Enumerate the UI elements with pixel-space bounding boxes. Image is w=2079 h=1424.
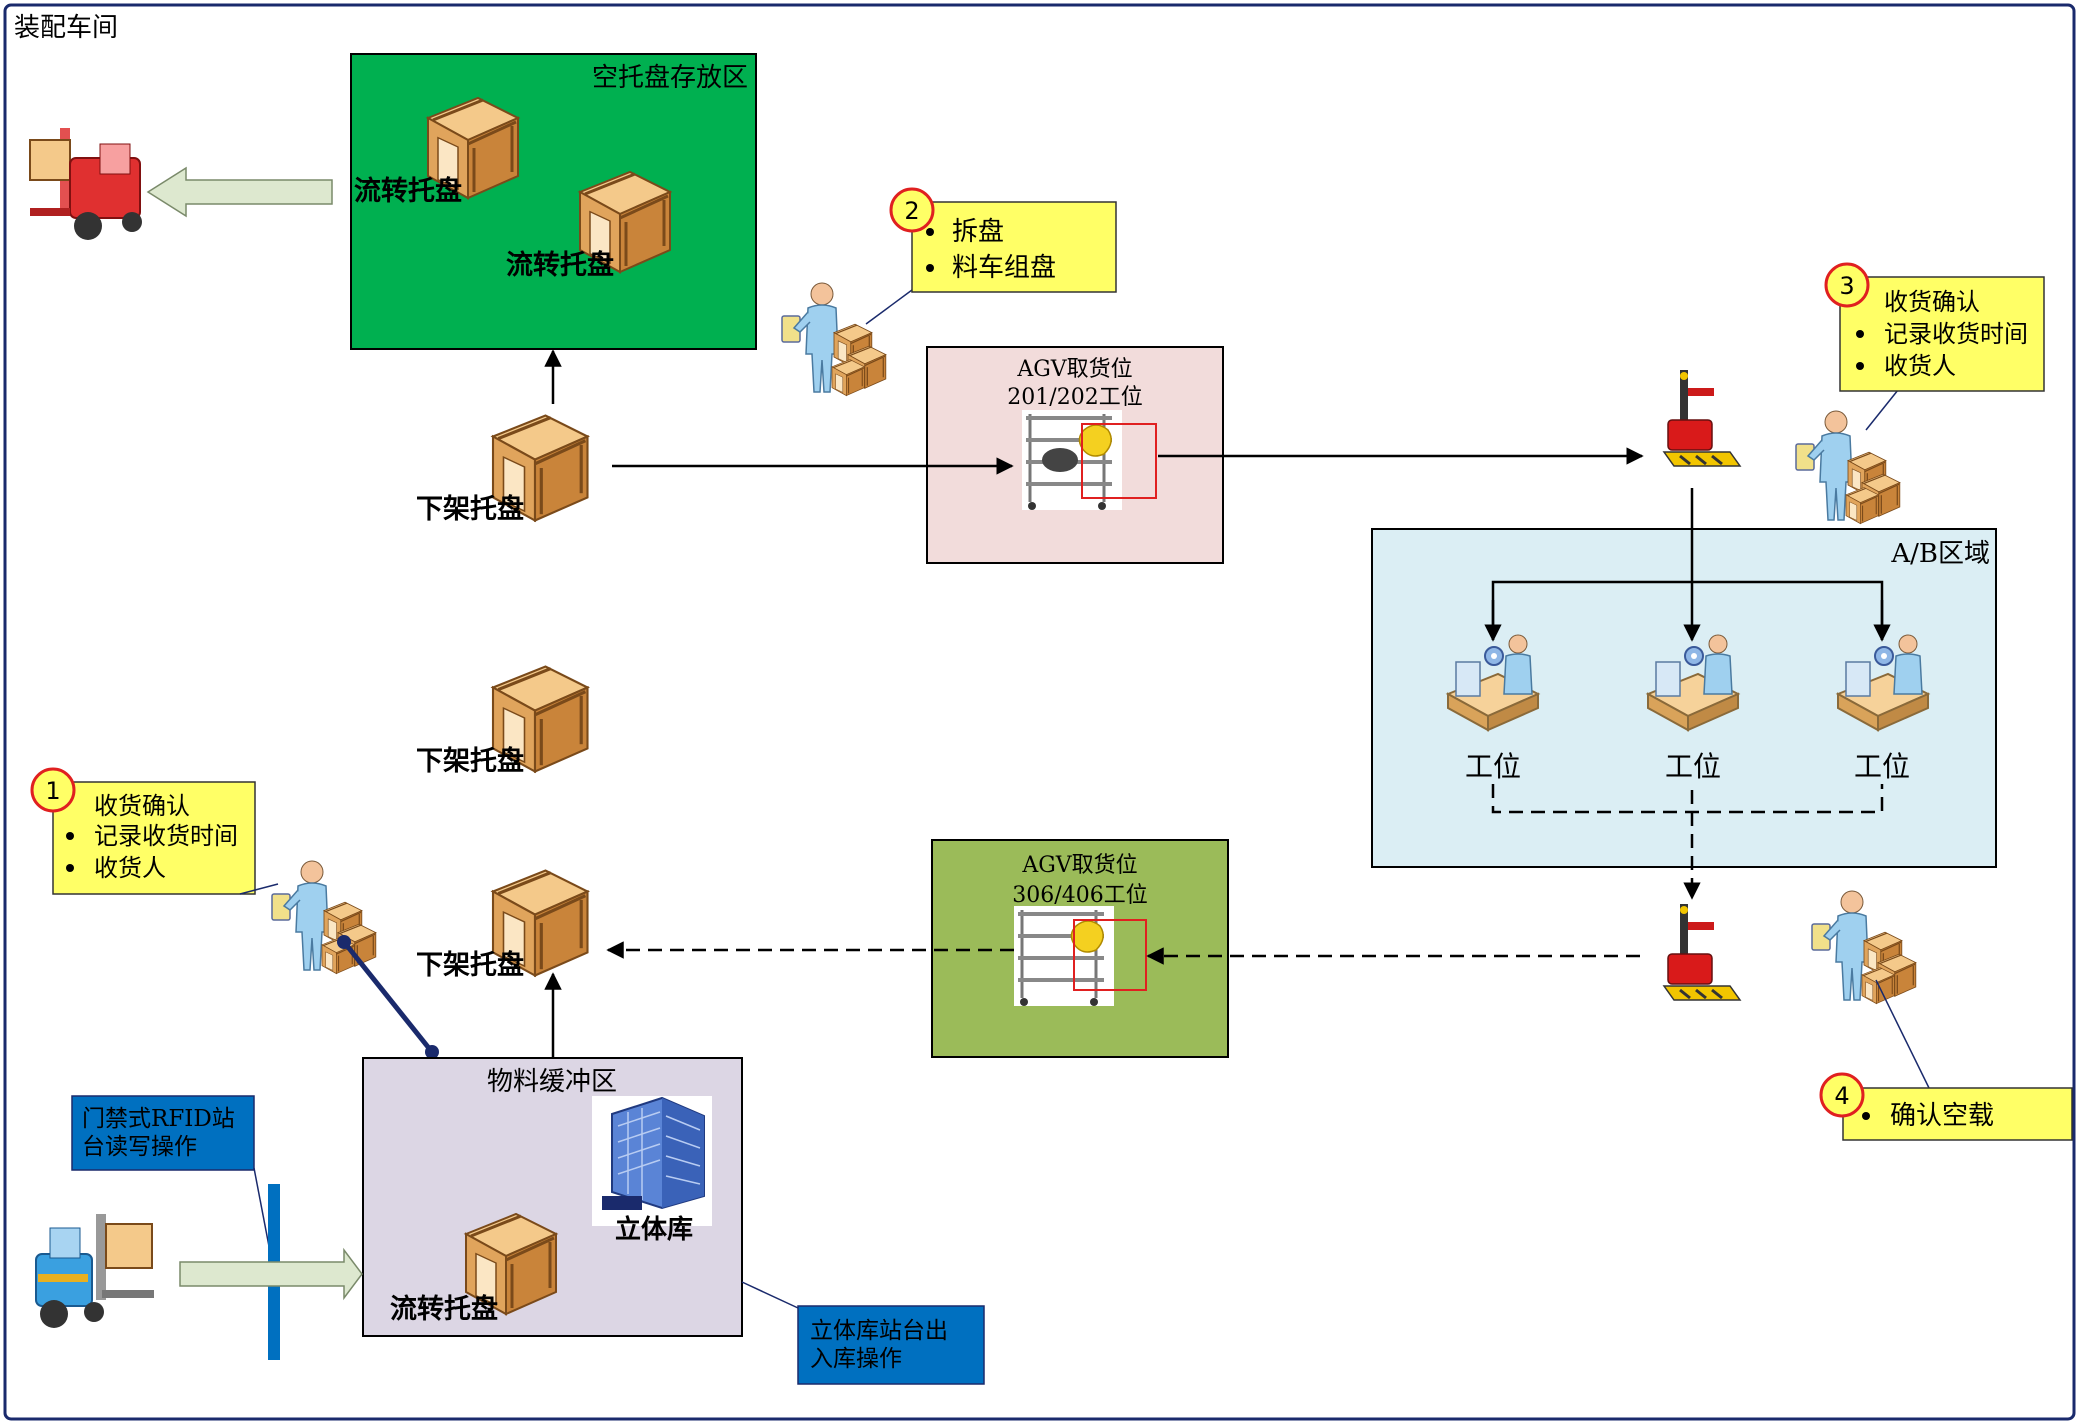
buffer-pallet-label: 流转托盘 bbox=[390, 1293, 498, 1325]
worker-icon bbox=[1812, 891, 1916, 1004]
bullet-dot bbox=[926, 228, 934, 236]
part-icon bbox=[1042, 448, 1078, 472]
callout-2-bullet-1: 拆盘 bbox=[952, 217, 1004, 247]
agv-pick-bottom-title-1: AGV取货位 bbox=[1021, 853, 1137, 878]
rfid-note-line-1: 门禁式RFID站 bbox=[82, 1106, 235, 1132]
hollow-arrow-left bbox=[146, 166, 333, 218]
bullet-dot bbox=[1856, 330, 1864, 338]
callout-1-title: 收货确认 bbox=[94, 792, 190, 820]
bullet-dot bbox=[66, 864, 74, 872]
callout-3-number: 3 bbox=[1839, 272, 1854, 300]
callout-4-box bbox=[1842, 1087, 2073, 1141]
pallet-label-1: 流转托盘 bbox=[354, 175, 462, 207]
callout-2-box bbox=[911, 201, 1117, 293]
callout-1-bullet-1: 记录收货时间 bbox=[94, 822, 238, 850]
callout-1-number: 1 bbox=[45, 777, 60, 805]
unload-pallet-bottom-label: 下架托盘 bbox=[416, 949, 524, 981]
warehouse-note-line-2: 入库操作 bbox=[810, 1346, 902, 1372]
dashed-return-line bbox=[1491, 784, 1884, 814]
forklift-out-icon bbox=[29, 128, 142, 240]
agv-icon bbox=[1662, 902, 1742, 1002]
callout-2-number: 2 bbox=[904, 197, 919, 225]
agv-pick-top-title-2: 201/202工位 bbox=[1007, 385, 1142, 410]
callout-1-badge bbox=[30, 767, 76, 813]
empty-pallet-zone-title: 空托盘存放区 bbox=[592, 63, 748, 93]
agv-pick-top-title-1: AGV取货位 bbox=[1016, 357, 1132, 382]
bullet-dot bbox=[1856, 362, 1864, 370]
warehouse-label: 立体库 bbox=[615, 1214, 693, 1245]
unload-pallet-top-label: 下架托盘 bbox=[416, 493, 524, 525]
agv-pick-bottom-title-2: 306/406工位 bbox=[1012, 883, 1147, 908]
callout-2-leader bbox=[865, 289, 913, 325]
callout-3-bullet-1: 记录收货时间 bbox=[1884, 320, 2028, 348]
unload-pallet-middle-label: 下架托盘 bbox=[416, 745, 524, 777]
worker-icon bbox=[782, 283, 886, 396]
empty-pallet-zone bbox=[350, 53, 757, 350]
bullet-dot bbox=[926, 264, 934, 272]
callout-3-badge bbox=[1824, 262, 1870, 308]
rfid-note bbox=[71, 1095, 255, 1171]
buffer-zone-title: 物料缓冲区 bbox=[487, 1067, 617, 1097]
callout-4-bullet-1: 确认空载 bbox=[1890, 1101, 1994, 1131]
callout-2-badge bbox=[889, 187, 935, 233]
forklift-in-icon bbox=[35, 1214, 154, 1328]
warehouse-icon bbox=[591, 1095, 713, 1227]
callout-1-leader bbox=[239, 883, 279, 895]
callout-3-box bbox=[1839, 276, 2045, 392]
connector-dot bbox=[425, 1045, 439, 1059]
callout-2-bullet-2: 料车组盘 bbox=[952, 253, 1056, 283]
workshop-frame bbox=[3, 3, 2076, 1421]
station-label-1: 工位 bbox=[1465, 750, 1521, 783]
highlight-box bbox=[1073, 919, 1147, 991]
workshop-title: 装配车间 bbox=[14, 13, 118, 43]
callout-3-bullet-2: 收货人 bbox=[1884, 352, 1956, 380]
station-label-2: 工位 bbox=[1665, 750, 1721, 783]
callout-3-leader bbox=[1865, 389, 1899, 431]
callout-4-number: 4 bbox=[1834, 1082, 1849, 1110]
pallet-label-2: 流转托盘 bbox=[506, 249, 614, 281]
bullet-dot bbox=[66, 832, 74, 840]
warehouse-note-leader bbox=[741, 1281, 799, 1309]
worker-icon bbox=[1796, 411, 1900, 524]
callout-1-box bbox=[52, 781, 256, 895]
callout-3-title: 收货确认 bbox=[1884, 288, 1980, 316]
warehouse-note-line-1: 立体库站台出 bbox=[810, 1318, 948, 1344]
worker-icon bbox=[272, 861, 376, 974]
warehouse-station-note bbox=[797, 1305, 985, 1385]
station-label-3: 工位 bbox=[1854, 750, 1910, 783]
callout-4-leader bbox=[1875, 979, 1931, 1091]
worker-to-buffer-connector bbox=[342, 940, 434, 1054]
connector-dot bbox=[337, 935, 351, 949]
bullet-dot bbox=[1862, 1112, 1870, 1120]
callout-4-badge bbox=[1819, 1072, 1865, 1118]
rfid-note-line-2: 台读写操作 bbox=[82, 1134, 197, 1160]
callout-1-bullet-2: 收货人 bbox=[94, 854, 166, 882]
ab-zone-title: A/B区域 bbox=[1890, 539, 1990, 569]
hollow-arrow-right bbox=[179, 1247, 363, 1301]
agv-icon bbox=[1662, 368, 1742, 468]
highlight-box bbox=[1081, 423, 1157, 499]
